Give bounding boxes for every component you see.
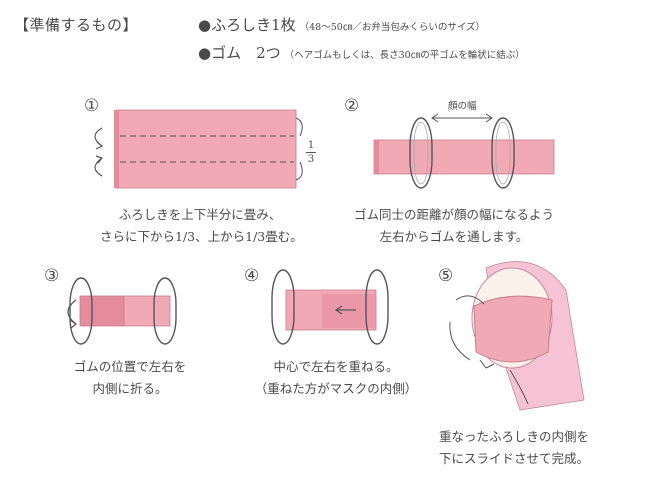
step-3-caption-line1: ゴムの位置で左右を (73, 359, 187, 374)
step-4-caption: 中心で左右を重ねる。 （重ねた方がマスクの内側） (236, 356, 436, 400)
step-2-caption: ゴム同士の距離が顔の幅になるよう 左右からゴムを通します。 (344, 204, 564, 248)
step-3-caption: ゴムの位置で左右を 内側に折る。 (60, 356, 200, 400)
step-4-number: ④ (244, 266, 260, 286)
step-1-caption-line1: ふろしきを上下半分に畳み、 (118, 207, 282, 222)
step-2-caption-line2: 左右からゴムを通します。 (379, 229, 529, 244)
step-5-caption-line2: 下にスライドさせて完成。 (438, 451, 589, 466)
step-1-number: ① (84, 96, 100, 116)
item-furoshiki: ●ふろしき1枚（48～50㎝／お弁当包みくらいのサイズ） (198, 14, 485, 35)
step-3-illustration (67, 277, 177, 345)
step-2-caption-line1: ゴム同士の距離が顔の幅になるよう (353, 207, 554, 222)
step-2-face-width-label: 顔の幅 (448, 101, 477, 112)
step-4-caption-line2: （重ねた方がマスクの内側） (254, 381, 418, 396)
step-1-caption: ふろしきを上下半分に畳み、 さらに下から1/3、上から1/3畳む。 (100, 204, 303, 248)
fraction-denominator: 3 (307, 154, 315, 165)
item-furoshiki-label: ●ふろしき1枚 (198, 16, 296, 34)
step-2-number: ② (344, 96, 360, 116)
step-5-caption-line1: 重なったふろしきの内側を (438, 429, 589, 444)
header-title: 【準備するもの】 (14, 16, 139, 34)
step-5-caption: 重なったふろしきの内側を 下にスライドさせて完成。 (424, 426, 604, 470)
item-rubber: ●ゴム 2つ（ヘアゴムもしくは、長さ30㎝の平ゴムを輪状に結ぶ） (198, 42, 525, 63)
step-1-caption-line2: さらに下から1/3、上から1/3畳む。 (100, 229, 303, 244)
item-furoshiki-note: （48～50㎝／お弁当包みくらいのサイズ） (299, 22, 486, 33)
step-3-caption-line2: 内側に折る。 (92, 381, 168, 396)
item-rubber-label: ●ゴム 2つ (198, 44, 281, 62)
step-5-illustration (449, 261, 585, 411)
step-1-fraction: 1 3 (306, 140, 316, 165)
step-2-illustration (373, 113, 555, 189)
step-5-number: ⑤ (438, 266, 454, 286)
step-1-illustration (94, 109, 303, 189)
item-rubber-note: （ヘアゴムもしくは、長さ30㎝の平ゴムを輪状に結ぶ） (284, 50, 525, 61)
step-4-illustration (271, 269, 389, 345)
step-3-number: ③ (44, 266, 60, 286)
fraction-numerator: 1 (307, 140, 315, 151)
step-4-caption-line1: 中心で左右を重ねる。 (273, 359, 399, 374)
